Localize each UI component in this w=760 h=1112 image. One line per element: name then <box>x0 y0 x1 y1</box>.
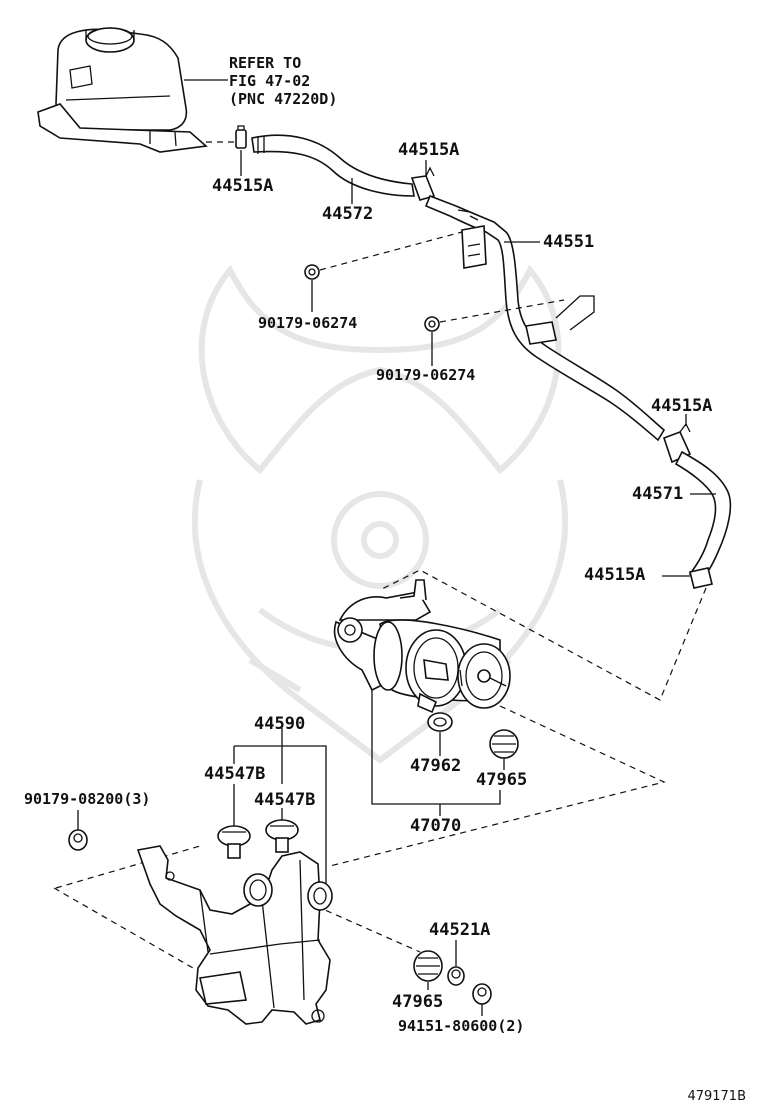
figure-number: 479171B <box>687 1089 746 1104</box>
label-44515a-right-low[interactable]: 44515A <box>584 565 646 585</box>
label-44572[interactable]: 44572 <box>322 204 374 224</box>
label-44521a[interactable]: 44521A <box>429 920 491 940</box>
label-47965-upper[interactable]: 47965 <box>476 770 528 790</box>
label-44547b-b[interactable]: 44547B <box>254 790 316 810</box>
label-44571[interactable]: 44571 <box>632 484 684 504</box>
nut-icon <box>472 983 492 1005</box>
reference-line1: REFER TO <box>229 54 302 72</box>
clamp-icon <box>235 125 247 149</box>
collar-icon <box>447 966 465 986</box>
bushing-icon <box>489 729 519 759</box>
bushing-icon <box>413 950 443 982</box>
clamp-icon <box>689 567 713 589</box>
label-44590[interactable]: 44590 <box>254 714 306 734</box>
ring-icon <box>427 712 453 732</box>
label-47962[interactable]: 47962 <box>410 756 462 776</box>
bracket-icon <box>136 845 333 1025</box>
cushion-icon <box>217 825 251 859</box>
hose-icon <box>251 134 415 197</box>
pipe-icon <box>424 194 666 442</box>
reservoir-tank-icon <box>37 27 208 153</box>
clamp-icon <box>410 166 436 201</box>
nut-icon <box>68 829 88 851</box>
label-44515a-top-mid[interactable]: 44515A <box>398 140 460 160</box>
reference-line3: (PNC 47220D) <box>229 90 338 108</box>
label-44547b-a[interactable]: 44547B <box>204 764 266 784</box>
label-47070[interactable]: 47070 <box>410 816 462 836</box>
label-47965-lower[interactable]: 47965 <box>392 992 444 1012</box>
vacuum-pump-icon <box>333 579 511 714</box>
nut-icon <box>424 316 440 332</box>
nut-icon <box>304 264 320 280</box>
cushion-icon <box>265 819 299 853</box>
label-90179-08200[interactable]: 90179-08200(3) <box>24 790 151 808</box>
label-90179-06274-a[interactable]: 90179-06274 <box>258 314 358 332</box>
label-94151-80600[interactable]: 94151-80600(2) <box>398 1017 525 1035</box>
reference-line2: FIG 47-02 <box>229 72 311 90</box>
label-44515a-top-left[interactable]: 44515A <box>212 176 274 196</box>
reference-note: REFER TO FIG 47-02 (PNC 47220D) <box>229 54 337 108</box>
label-44551[interactable]: 44551 <box>543 232 595 252</box>
hose-icon <box>674 450 732 581</box>
label-90179-06274-b[interactable]: 90179-06274 <box>376 366 476 384</box>
label-44515a-right-mid[interactable]: 44515A <box>651 396 713 416</box>
